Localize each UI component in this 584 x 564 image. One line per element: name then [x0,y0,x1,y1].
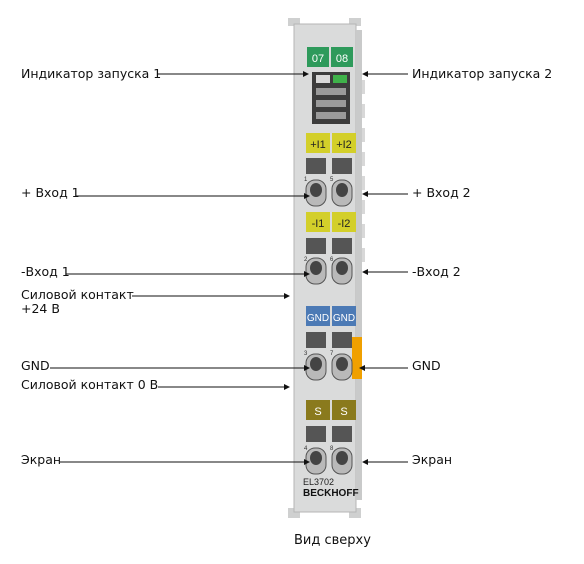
terminal-2: 2 [304,257,308,263]
view-caption: Вид сверху [294,533,371,548]
led-label-2-text: 08 [336,53,348,65]
label-run-indicator-2: Индикатор запуска 2 [412,66,553,81]
led-label-1-text: 07 [312,53,324,65]
terminal-3: 3 [304,351,308,357]
label-gnd-left: GND [21,358,50,373]
label-minus-input-1: -Вход 1 [21,264,70,279]
gnd-2-label: GND [333,313,355,324]
terminal-6: 6 [330,257,334,263]
terminal-pair-2 [305,238,353,285]
model-label: EL3702 [303,477,334,487]
brand-label: BECKHOFF [303,488,359,499]
label-run-indicator-1: Индикатор запуска 1 [21,66,162,81]
label-power-contact-0v: Силовой контакт 0 В [21,377,159,392]
terminal-4: 4 [304,446,308,452]
terminal-pair-1 [305,158,353,207]
plus-input-2-label: +I2 [336,139,352,151]
plus-input-1-label: +I1 [310,139,326,151]
minus-input-2-label: -I2 [338,218,351,230]
label-plus-input-2: + Вход 2 [412,185,471,200]
label-shield-right: Экран [412,452,453,467]
label-power-contact-24v: +24 В [21,301,60,316]
terminal-pair-4 [305,426,353,475]
terminal-7: 7 [330,351,334,357]
shield-1-label: S [314,406,321,418]
callout-lines [50,73,408,463]
minus-input-1-label: -I1 [312,218,325,230]
run-led-2 [333,75,347,83]
power-contact-tab [352,337,362,379]
terminal-8: 8 [330,446,334,452]
callout-arrowheads [284,71,368,465]
terminal-1: 1 [304,177,308,183]
led-label-1 [307,47,329,67]
label-minus-input-2: -Вход 2 [412,264,461,279]
terminal-pair-3 [305,332,353,381]
led-label-2 [331,47,353,67]
gnd-1-label: GND [307,313,329,324]
led-block [312,72,350,124]
terminal-5: 5 [330,177,334,183]
label-plus-input-1: + Вход 1 [21,185,80,200]
label-power-contact: Силовой контакт [21,287,134,302]
shield-2-label: S [340,406,347,418]
label-shield-left: Экран [21,452,62,467]
label-gnd-right: GND [412,358,441,373]
